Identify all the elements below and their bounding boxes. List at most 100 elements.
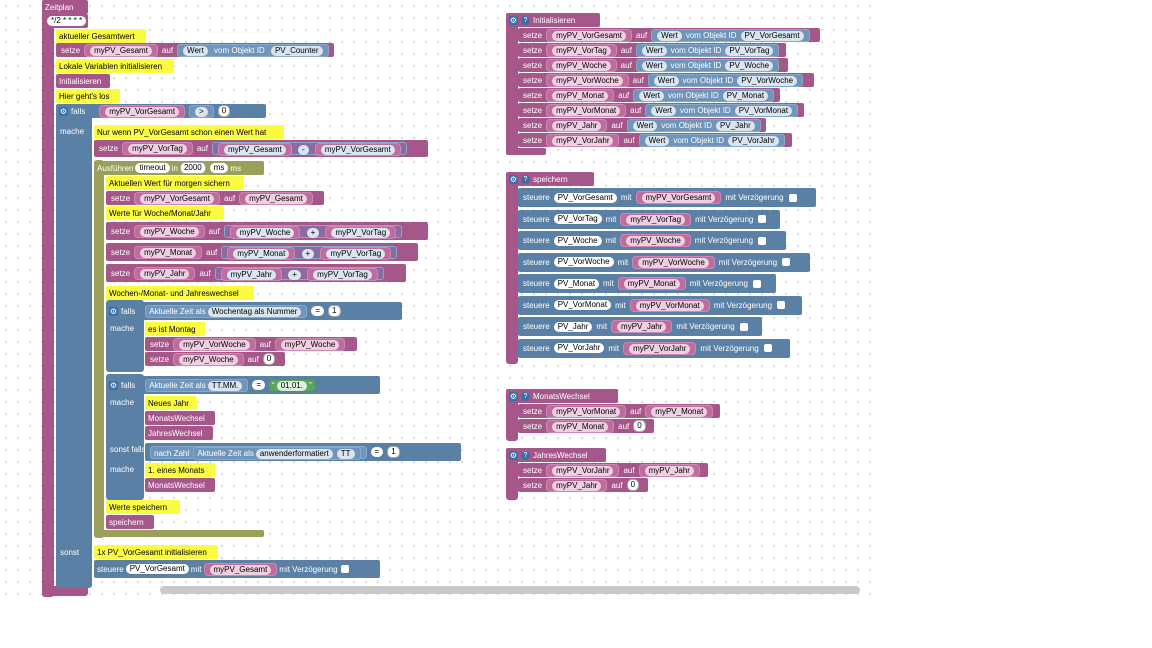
comment-gesamt[interactable]: aktueller Gesamtwert	[56, 29, 146, 43]
gear-icon[interactable]: ⚙	[509, 174, 518, 184]
comment-speichern[interactable]: Werte speichern	[106, 500, 180, 514]
object-id-field[interactable]: PV_Monat	[553, 278, 600, 289]
var-dropdown[interactable]: myPV_VorWoche	[632, 255, 715, 269]
var-dropdown[interactable]: myPV_VorTag	[620, 212, 692, 226]
comment-sichern[interactable]: Aktuellen Wert für morgen sichern	[106, 176, 244, 190]
timeout-row[interactable]: Ausführen timeout in 2000 ms ms	[94, 161, 264, 175]
var-dropdown[interactable]: myPV_Jahr	[546, 118, 608, 132]
object-id-field[interactable]: PV_VorGesamt	[553, 192, 617, 203]
var-dropdown[interactable]: myPV_Woche	[546, 58, 617, 72]
var-dropdown[interactable]: myPV_VorJahr	[546, 133, 620, 147]
init-function-frame[interactable]	[506, 13, 518, 155]
object-id-field[interactable]: PV_Jahr	[716, 120, 755, 131]
horizontal-scrollbar[interactable]	[160, 586, 860, 594]
object-id-field[interactable]: PV_VorMonat	[553, 300, 612, 310]
comment-wechsel[interactable]: Wochen-/Monat- und Jahreswechsel	[106, 286, 254, 300]
call-monatswechsel-2[interactable]: MonatsWechsel	[145, 478, 215, 492]
comment-woche[interactable]: Werte für Woche/Monat/Jahr	[106, 206, 224, 220]
if-block-outer[interactable]	[56, 104, 92, 588]
save-function-frame[interactable]	[506, 172, 518, 364]
comment-ersten[interactable]: 1. eines Monats	[145, 463, 215, 477]
var-dropdown[interactable]: myPV_Monat	[617, 277, 686, 290]
init-function-header[interactable]: ⚙? Initialisieren	[506, 13, 600, 27]
var-dropdown[interactable]: myPV_VorTag	[546, 43, 617, 57]
object-id-field[interactable]: PV_VorJahr	[553, 343, 605, 353]
comment-los[interactable]: Hier geht's los	[56, 89, 120, 103]
object-id-field[interactable]: PV_VorWoche	[553, 257, 614, 267]
object-id-field[interactable]: PV_VorJahr	[728, 135, 779, 146]
var-dropdown[interactable]: myPV_VorGesamt	[635, 191, 722, 204]
delay-checkbox[interactable]	[758, 236, 767, 245]
gear-icon[interactable]: ⚙	[509, 391, 518, 401]
gear-icon[interactable]: ⚙	[109, 306, 118, 316]
delay-checkbox[interactable]	[340, 565, 349, 573]
help-icon[interactable]: ?	[521, 174, 530, 184]
object-id-field[interactable]: PV_VorGesamt	[740, 30, 804, 41]
set-vortag-block[interactable]: setze myPV_VorTag auf myPV_Gesamt - myPV…	[94, 140, 428, 157]
object-id-field[interactable]: PV_VorTag	[553, 214, 602, 224]
gear-icon[interactable]: ⚙	[509, 450, 518, 460]
object-id-field[interactable]: PV_VorTag	[725, 45, 774, 56]
comment-nur[interactable]: Nur wenn PV_VorGesamt schon einen Wert h…	[94, 125, 284, 139]
gear-icon[interactable]: ⚙	[59, 106, 68, 116]
var-dropdown[interactable]: myPV_VorJahr	[623, 341, 697, 355]
if3-frame[interactable]	[106, 374, 144, 500]
var-dropdown[interactable]: myPV_VorMonat	[629, 298, 710, 312]
comment-lokal[interactable]: Lokale Variablen initialisieren	[56, 59, 174, 73]
var-dropdown[interactable]: myPV_VorWoche	[546, 73, 629, 87]
call-initialisieren[interactable]: Initialisieren	[56, 74, 110, 88]
call-speichern[interactable]: speichern	[106, 515, 154, 529]
object-id-field[interactable]: PV_Monat	[722, 90, 769, 101]
var-dropdown[interactable]: myPV_VorMonat	[546, 103, 627, 117]
object-id-field[interactable]: PV_VorWoche	[737, 75, 798, 86]
comment-montag[interactable]: es ist Montag	[145, 322, 205, 336]
delay-checkbox[interactable]	[782, 258, 791, 266]
var-dropdown[interactable]: myPV_Monat	[546, 88, 615, 102]
object-id-field[interactable]: PV_Woche	[553, 235, 602, 246]
set-gesamt-block[interactable]: setze myPV_Gesamt auf Wert vom Objekt ID…	[56, 43, 334, 57]
delay-checkbox[interactable]	[758, 215, 767, 223]
delay-checkbox[interactable]	[763, 344, 772, 352]
schedule-block[interactable]	[42, 0, 54, 597]
var-dropdown[interactable]: myPV_Gesamt	[84, 43, 158, 57]
save-function-header[interactable]: ⚙? speichern	[506, 172, 594, 186]
call-jahreswechsel[interactable]: JahresWechsel	[145, 426, 213, 440]
delay-checkbox[interactable]	[788, 193, 797, 202]
cron-field[interactable]: */2 * * * *	[47, 16, 87, 26]
timeout-frame[interactable]	[94, 160, 104, 538]
var-dropdown[interactable]: myPV_Woche	[620, 234, 691, 247]
comment-neujahr[interactable]: Neues Jahr	[145, 396, 197, 410]
comment-init1x[interactable]: 1x PV_VorGesamt initialisieren	[94, 545, 218, 559]
var-dropdown[interactable]: myPV_Jahr	[611, 320, 673, 333]
schedule-header[interactable]: Zeitplan	[42, 0, 88, 14]
call-monatswechsel[interactable]: MonatsWechsel	[145, 411, 215, 425]
object-id-field[interactable]: PV_Counter	[270, 45, 323, 56]
delay-checkbox[interactable]	[753, 279, 762, 288]
var-dropdown[interactable]: myPV_VorGesamt	[546, 28, 632, 42]
help-icon[interactable]: ?	[521, 391, 530, 401]
